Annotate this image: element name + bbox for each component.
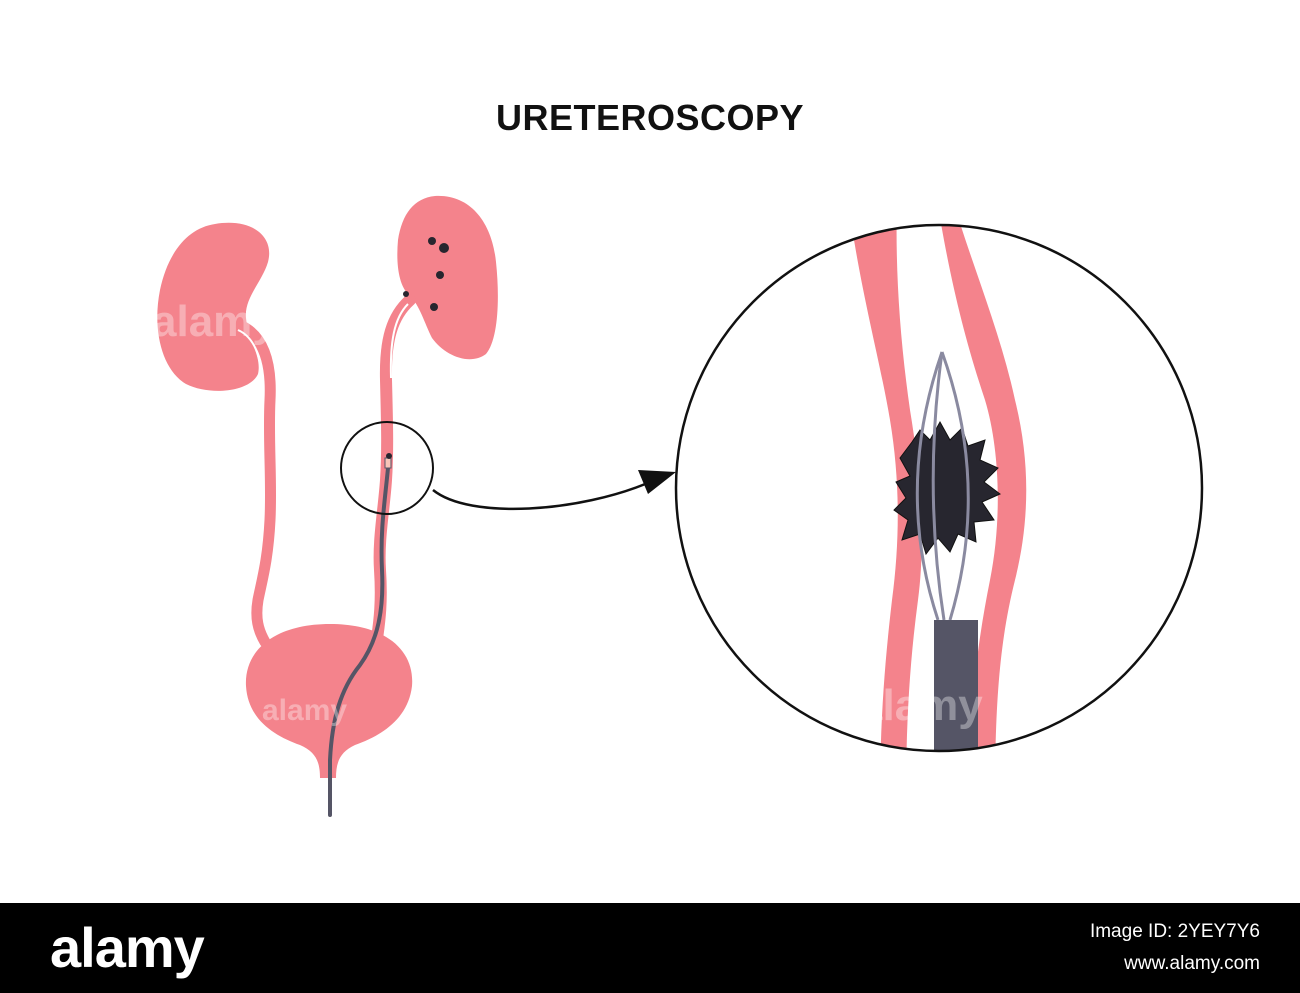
footer-bar: alamy Image ID: 2YEY7Y6 www.alamy.com bbox=[0, 903, 1300, 993]
image-id: Image ID: 2YEY7Y6 bbox=[1089, 921, 1260, 942]
zoom-circle bbox=[674, 223, 1204, 753]
right-kidney bbox=[397, 195, 498, 360]
stone-basket bbox=[915, 351, 970, 621]
bladder bbox=[245, 624, 413, 778]
kidney-stones bbox=[403, 237, 449, 311]
watermark-left: alamy bbox=[152, 297, 277, 346]
zoom-detail: alamy bbox=[676, 225, 1202, 751]
left-kidney bbox=[157, 222, 270, 391]
zoom-arrow bbox=[432, 480, 651, 511]
zoom-indicator-circle bbox=[340, 421, 434, 515]
brand-logo[interactable]: alamy bbox=[50, 916, 205, 979]
arrow-head bbox=[638, 470, 676, 494]
ureteroscope bbox=[328, 466, 390, 817]
svg-text:alamy: alamy bbox=[858, 681, 983, 730]
diagram-title: URETEROSCOPY bbox=[495, 97, 805, 138]
image-meta: Image ID: 2YEY7Y6 www.alamy.com bbox=[1090, 921, 1260, 975]
scope-tip bbox=[934, 620, 978, 751]
left-ureter bbox=[234, 319, 277, 648]
site-url[interactable]: www.alamy.com bbox=[1124, 953, 1260, 974]
watermark-bladder: alamy bbox=[262, 694, 347, 727]
